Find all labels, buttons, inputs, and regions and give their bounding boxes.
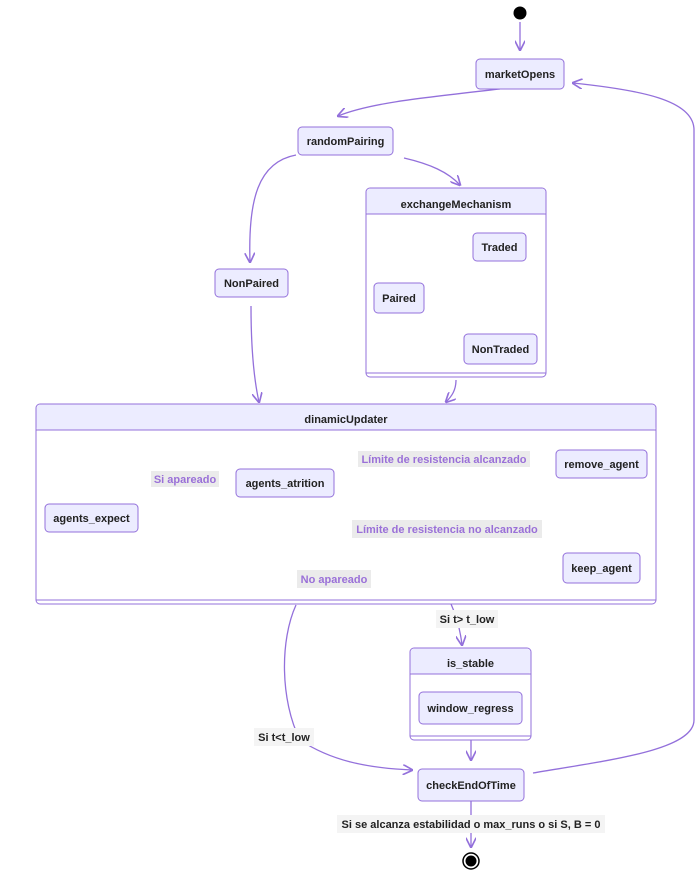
state-agents-atrition-label: agents_atrition bbox=[246, 478, 325, 490]
group-dinamicupdater-title: dinamicUpdater bbox=[304, 414, 388, 426]
transition-label-limite-no-alcanzado: Límite de resistencia no alcanzado bbox=[352, 520, 542, 538]
state-nonpaired: NonPaired bbox=[214, 268, 289, 298]
state-traded: Traded bbox=[472, 232, 527, 262]
svg-text:Si t<t_low: Si t<t_low bbox=[258, 732, 310, 744]
state-window-regress: window_regress bbox=[418, 691, 523, 725]
svg-text:No apareado: No apareado bbox=[301, 574, 368, 586]
state-randompairing: randomPairing bbox=[297, 126, 394, 156]
state-checkendoftime: checkEndOfTime bbox=[417, 768, 525, 802]
edge-randompairing-to-nonpaired bbox=[250, 154, 297, 262]
transition-label-t-greater-low: Si t> t_low bbox=[436, 610, 498, 628]
state-keep-agent-label: keep_agent bbox=[571, 563, 632, 575]
start-state-dot bbox=[513, 6, 527, 20]
state-marketopens: marketOpens bbox=[475, 58, 565, 90]
state-nontraded: NonTraded bbox=[463, 333, 538, 365]
state-paired-label: Paired bbox=[382, 293, 416, 305]
state-agents-expect-label: agents_expect bbox=[53, 513, 130, 525]
state-remove-agent: remove_agent bbox=[555, 449, 648, 479]
state-window-regress-label: window_regress bbox=[426, 703, 513, 715]
state-nonpaired-label: NonPaired bbox=[224, 278, 279, 290]
transition-label-no-apareado: No apareado bbox=[297, 570, 371, 588]
svg-text:Límite de resistencia no alcan: Límite de resistencia no alcanzado bbox=[356, 524, 538, 536]
edge-checkend-to-marketopens bbox=[532, 83, 695, 774]
end-state-dot bbox=[462, 852, 480, 870]
transition-label-si-apareado: Si apareado bbox=[151, 471, 219, 487]
transition-label-limite-alcanzado: Límite de resistencia alcanzado bbox=[358, 451, 530, 467]
state-agents-atrition: agents_atrition bbox=[235, 468, 335, 498]
edge-marketopens-to-randompairing bbox=[338, 88, 501, 116]
state-marketopens-label: marketOpens bbox=[485, 69, 555, 81]
svg-text:Si se alcanza estabilidad o ma: Si se alcanza estabilidad o max_runs o s… bbox=[342, 819, 601, 831]
transition-label-t-less-low: Si t<t_low bbox=[254, 728, 314, 746]
svg-text:Si apareado: Si apareado bbox=[154, 474, 217, 486]
transition-label-end-condition: Si se alcanza estabilidad o max_runs o s… bbox=[337, 815, 605, 833]
state-checkendoftime-label: checkEndOfTime bbox=[426, 780, 516, 792]
svg-text:Si t> t_low: Si t> t_low bbox=[440, 614, 495, 626]
state-remove-agent-label: remove_agent bbox=[564, 459, 639, 471]
edge-randompairing-to-exchange bbox=[403, 157, 460, 185]
edge-exchange-to-updater bbox=[446, 379, 457, 402]
state-randompairing-label: randomPairing bbox=[307, 136, 385, 148]
state-keep-agent: keep_agent bbox=[562, 552, 641, 584]
edge-nonpaired-to-updater bbox=[250, 305, 259, 402]
state-paired: Paired bbox=[373, 282, 425, 314]
svg-text:Límite de resistencia alcanzad: Límite de resistencia alcanzado bbox=[361, 454, 526, 466]
state-agents-expect: agents_expect bbox=[44, 503, 139, 533]
state-nontraded-label: NonTraded bbox=[472, 344, 529, 356]
group-isstable-title: is_stable bbox=[447, 658, 494, 670]
state-traded-label: Traded bbox=[481, 242, 517, 254]
group-exchangemechanism-title: exchangeMechanism bbox=[401, 199, 512, 211]
